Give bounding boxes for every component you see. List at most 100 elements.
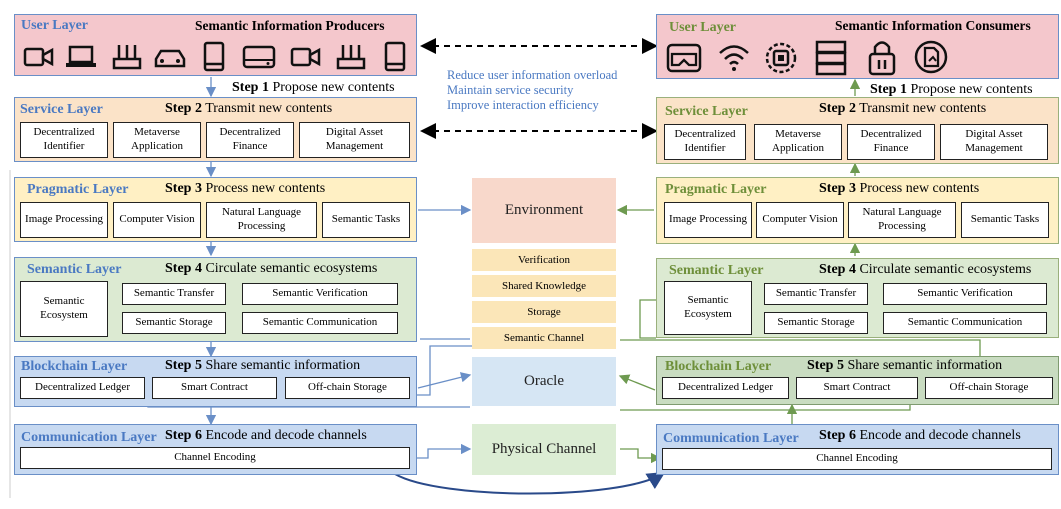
left-user-layer-title: User Layer xyxy=(21,18,88,33)
right-communication-layer-title: Communication Layer xyxy=(663,431,799,446)
left-communication-layer-title: Communication Layer xyxy=(21,430,157,445)
goal-service-security: Maintain service security xyxy=(447,83,574,97)
right-service-layer-title: Service Layer xyxy=(665,104,748,119)
left-semantic-layer: Semantic Layer Step 4 Circulate semantic… xyxy=(14,257,417,342)
goal-reduce-overload: Reduce user information overload xyxy=(447,68,618,82)
goal-interaction-efficiency: Improve interaction efficiency xyxy=(447,98,599,112)
left-step-4: Step 4 Circulate semantic ecosystems xyxy=(165,261,377,277)
right-user-layer-heading: Semantic Information Consumers xyxy=(835,18,1031,33)
right-blockchain-layer-title: Blockchain Layer xyxy=(665,359,772,374)
padlock-icon xyxy=(868,41,896,76)
right-semantic-verification: Semantic Verification xyxy=(883,283,1047,305)
right-computer-vision: Computer Vision xyxy=(756,202,844,238)
right-decentralized-identifier: Decentralized Identifier xyxy=(664,124,746,160)
secure-document-icon xyxy=(914,40,948,74)
right-step-2: Step 2 Transmit new contents xyxy=(819,101,986,117)
right-step-3-text: Process new contents xyxy=(859,181,980,196)
left-step-1-text: Propose new contents xyxy=(272,80,395,95)
video-camera-icon xyxy=(23,47,54,67)
router-icon xyxy=(112,45,142,70)
environment-box: Environment xyxy=(472,178,616,243)
right-step-5-text: Share semantic information xyxy=(847,358,1003,373)
stack-storage: Storage xyxy=(472,301,616,323)
physical-channel-box: Physical Channel xyxy=(472,424,616,475)
right-step-1: Step 1 Propose new contents xyxy=(870,82,1033,98)
left-step-4-text: Circulate semantic ecosystems xyxy=(205,261,378,276)
right-communication-layer: Communication Layer Step 6 Encode and de… xyxy=(656,424,1059,475)
oracle-box: Oracle xyxy=(472,357,616,406)
right-step-5-num: Step 5 xyxy=(807,358,844,373)
left-natural-language-processing: Natural Language Processing xyxy=(206,202,317,238)
chip-icon xyxy=(765,42,797,74)
right-decentralized-ledger: Decentralized Ledger xyxy=(662,377,789,399)
left-semantic-tasks: Semantic Tasks xyxy=(322,202,410,238)
right-step-4-num: Step 4 xyxy=(819,262,856,277)
goals-list: Reduce user information overload Maintai… xyxy=(447,68,617,113)
right-step-1-num: Step 1 xyxy=(870,82,907,97)
left-step-6-text: Encode and decode channels xyxy=(205,428,367,443)
left-step-1: Step 1 Propose new contents xyxy=(232,80,395,96)
car-icon xyxy=(154,49,186,68)
right-step-6-text: Encode and decode channels xyxy=(859,428,1021,443)
right-pragmatic-layer-title: Pragmatic Layer xyxy=(665,182,767,197)
left-step-2: Step 2 Transmit new contents xyxy=(165,101,332,117)
left-communication-layer: Communication Layer Step 6 Encode and de… xyxy=(14,424,417,475)
right-step-5: Step 5 Share semantic information xyxy=(807,358,1002,374)
right-metaverse-application: Metaverse Application xyxy=(754,124,842,160)
left-decentralized-ledger: Decentralized Ledger xyxy=(20,377,145,399)
right-natural-language-processing: Natural Language Processing xyxy=(848,202,956,238)
left-decentralized-finance: Decentralized Finance xyxy=(206,122,294,158)
left-user-layer-heading: Semantic Information Producers xyxy=(195,18,385,33)
left-step-5-text: Share semantic information xyxy=(205,358,361,373)
right-step-6: Step 6 Encode and decode channels xyxy=(819,428,1021,444)
left-blockchain-layer-title: Blockchain Layer xyxy=(21,359,128,374)
left-step-6-num: Step 6 xyxy=(165,428,202,443)
right-semantic-layer-title: Semantic Layer xyxy=(669,263,764,278)
right-semantic-ecosystem: Semantic Ecosystem xyxy=(664,281,752,335)
left-step-2-text: Transmit new contents xyxy=(205,101,333,116)
left-off-chain-storage: Off-chain Storage xyxy=(285,377,410,399)
left-step-5-num: Step 5 xyxy=(165,358,202,373)
right-semantic-transfer: Semantic Transfer xyxy=(764,283,868,305)
stack-verification: Verification xyxy=(472,249,616,271)
hard-drive-icon xyxy=(242,45,276,69)
laptop-icon xyxy=(66,45,96,67)
video-camera-icon xyxy=(290,47,321,67)
right-image-processing: Image Processing xyxy=(664,202,752,238)
tablet-icon xyxy=(384,41,406,72)
left-step-3: Step 3 Process new contents xyxy=(165,181,325,197)
left-semantic-communication: Semantic Communication xyxy=(242,312,398,334)
right-step-3-num: Step 3 xyxy=(819,181,856,196)
vr-headset-icon xyxy=(666,43,702,73)
right-user-layer: User Layer Semantic Information Consumer… xyxy=(656,14,1059,79)
right-step-4: Step 4 Circulate semantic ecosystems xyxy=(819,262,1031,278)
left-metaverse-application: Metaverse Application xyxy=(113,122,201,158)
right-digital-asset-management: Digital Asset Management xyxy=(940,124,1048,160)
left-blockchain-layer: Blockchain Layer Step 5 Share semantic i… xyxy=(14,356,417,407)
left-step-5: Step 5 Share semantic information xyxy=(165,358,360,374)
left-step-1-num: Step 1 xyxy=(232,80,269,95)
right-blockchain-layer: Blockchain Layer Step 5 Share semantic i… xyxy=(656,356,1059,405)
left-service-layer: Service Layer Step 2 Transmit new conten… xyxy=(14,97,417,162)
server-rack-icon xyxy=(815,40,847,76)
left-step-4-num: Step 4 xyxy=(165,261,202,276)
right-smart-contract: Smart Contract xyxy=(796,377,918,399)
left-step-2-num: Step 2 xyxy=(165,101,202,116)
right-off-chain-storage: Off-chain Storage xyxy=(925,377,1053,399)
right-step-1-text: Propose new contents xyxy=(910,82,1033,97)
right-semantic-tasks: Semantic Tasks xyxy=(961,202,1049,238)
left-digital-asset-management: Digital Asset Management xyxy=(299,122,410,158)
left-semantic-layer-title: Semantic Layer xyxy=(27,262,122,277)
left-step-3-text: Process new contents xyxy=(205,181,326,196)
stack-shared-knowledge: Shared Knowledge xyxy=(472,275,616,297)
left-pragmatic-layer-title: Pragmatic Layer xyxy=(27,182,129,197)
right-semantic-communication: Semantic Communication xyxy=(883,312,1047,334)
right-semantic-layer: Semantic Layer Step 4 Circulate semantic… xyxy=(656,258,1059,338)
left-step-3-num: Step 3 xyxy=(165,181,202,196)
right-step-2-num: Step 2 xyxy=(819,101,856,116)
right-step-2-text: Transmit new contents xyxy=(859,101,987,116)
left-step-6: Step 6 Encode and decode channels xyxy=(165,428,367,444)
right-channel-encoding: Channel Encoding xyxy=(662,448,1052,470)
right-semantic-storage: Semantic Storage xyxy=(764,312,868,334)
